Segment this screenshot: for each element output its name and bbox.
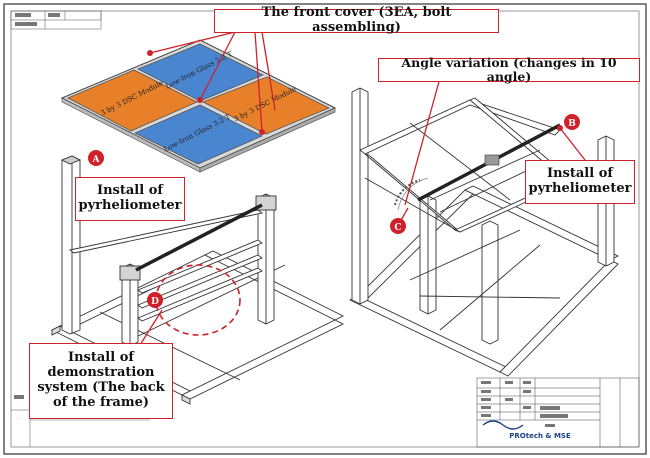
callout-demonstration-text: Install of demonstration system (The bac… [37,350,165,410]
left-rotation-axis [135,203,263,272]
header-table [10,10,102,30]
left-side-strip [11,380,31,447]
callout-pyrheliometer-left: Install of pyrheliometer [75,177,185,221]
title-block [476,377,640,448]
cover-anchor-dot-2 [197,97,203,103]
left-frame [50,155,345,405]
callout-pyrheliometer-left-text: Install of pyrheliometer [78,183,182,213]
front-cover-assembly: 3 by 3 DSC Module Low-Iron Glass 3.2 T 3… [60,39,337,173]
marker-a-label: A [92,155,101,165]
logo-wave-icon [482,420,524,430]
cover-anchor-dot-1 [147,50,153,56]
marker-a: A [88,150,104,166]
marker-d-label: D [151,297,159,307]
sheet-border [3,3,647,455]
center-hub [484,154,500,166]
marker-b-label: B [568,119,576,129]
callout-pyrheliometer-right: Install of pyrheliometer [525,160,635,204]
callout-front-cover: The front cover (3EA, bolt assembling) [214,5,499,35]
front-cover-leader-lines [149,31,276,133]
marker-b: B [564,114,580,130]
callout-angle-variation-text: Angle variation (changes in 10 angle) [401,54,617,84]
panel-orange-right [202,76,330,135]
panel-blue-top [137,43,264,102]
angle-protractor [394,179,421,206]
title-block-logo: PROtech & MSE [509,432,571,440]
angle-protractor-outer [397,177,429,211]
d-leader-line [139,309,163,346]
panel-orange-left [67,69,198,132]
angle-leader-line [404,77,441,206]
panel-blue-bottom [134,104,263,165]
callout-demonstration: Install of demonstration system (The bac… [29,343,173,419]
marker-c-label: C [394,223,401,233]
callout-front-cover-text: The front cover (3EA, bolt assembling) [261,5,452,35]
callout-angle-variation: Angle variation (changes in 10 angle) [378,54,640,84]
cover-anchor-dot-3 [259,129,265,135]
b-leader-line [559,127,586,161]
marker-c: C [390,218,406,234]
b-anchor-dot [557,125,563,131]
right-frame [348,87,620,377]
callout-pyrheliometer-right-text: Install of pyrheliometer [528,166,632,196]
marker-d: D [147,292,163,308]
